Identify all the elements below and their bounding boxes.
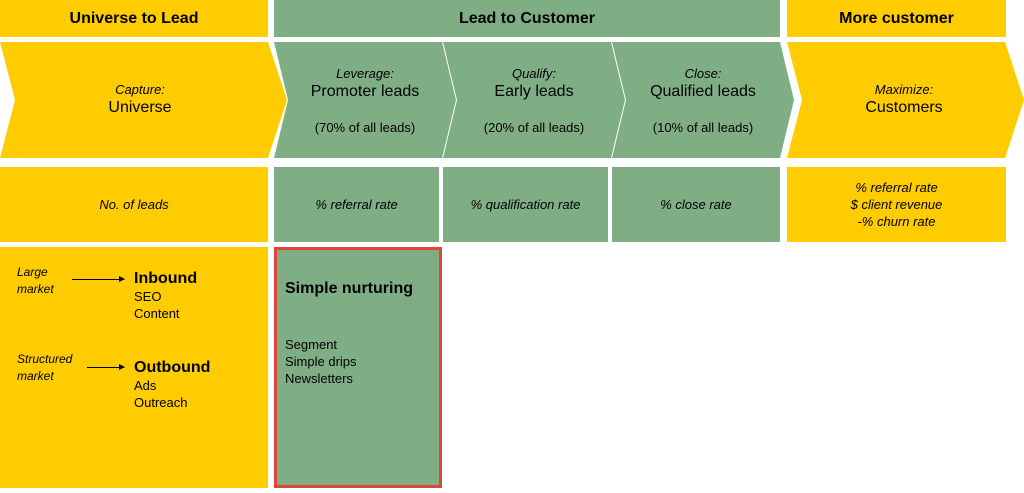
stage-text: Close: Qualified leads (10% of all leads… — [622, 42, 784, 158]
stage-label: Qualify: — [511, 65, 557, 81]
arrow-right-icon — [87, 364, 125, 370]
metric-line: % close rate — [660, 197, 732, 212]
nurturing-item: Segment — [285, 337, 338, 352]
chevron-shape — [787, 42, 1024, 158]
stage-text: Maximize: Customers — [799, 42, 1009, 158]
outbound-title: Outbound — [134, 359, 211, 376]
chevron-shape — [0, 42, 287, 158]
metric-box-qualification: % qualification rate — [443, 167, 608, 242]
metric-box-leads: No. of leads — [0, 167, 268, 242]
nurturing-list: Segment Simple drips Newsletters — [285, 336, 357, 387]
outbound-item: Outreach — [134, 395, 188, 410]
nurturing-item: Simple drips — [285, 354, 357, 369]
stage-share: (70% of all leads) — [314, 119, 416, 135]
metric-line: % referral rate — [855, 180, 938, 195]
phase-header-more-customer: More customer — [787, 0, 1006, 37]
metric-line: $ client revenue — [850, 197, 943, 212]
chevron-shape — [612, 42, 794, 158]
stage-text: Capture: Universe — [10, 42, 270, 158]
nurturing-title: Simple nurturing — [285, 280, 413, 297]
tactics-box: Large market Inbound SEO Content Structu… — [0, 247, 268, 488]
phase-header-label: Lead to Customer — [458, 9, 595, 27]
phase-header-label: Universe to Lead — [69, 9, 199, 27]
stage-name: Universe — [108, 99, 172, 116]
inbound-channel: Inbound SEO Content — [134, 269, 197, 322]
outbound-channel: Outbound Ads Outreach — [134, 358, 210, 411]
metric-box-customer: % referral rate $ client revenue -% chur… — [787, 167, 1006, 242]
metric-line: % qualification rate — [470, 197, 581, 212]
nurturing-box: Simple nurturing Segment Simple drips Ne… — [274, 247, 442, 488]
stage-name: Qualified leads — [650, 82, 756, 100]
inbound-item: SEO — [134, 289, 162, 304]
stage-share: (10% of all leads) — [652, 119, 754, 135]
metric-box-referral: % referral rate — [274, 167, 439, 242]
nurturing-item: Newsletters — [285, 371, 353, 386]
inbound-item: Content — [134, 306, 180, 321]
large-market-label: Large market — [17, 264, 77, 298]
stage-capture: Capture: Universe — [0, 42, 287, 158]
phase-header-lead-to-customer: Lead to Customer — [274, 0, 780, 37]
large-market-text: Large market — [17, 265, 54, 296]
phase-header-universe-to-lead: Universe to Lead — [0, 0, 268, 37]
stage-text: Qualify: Early leads (20% of all leads) — [453, 42, 615, 158]
metric-box-close: % close rate — [612, 167, 780, 242]
stage-qualify: Qualify: Early leads (20% of all leads) — [443, 42, 625, 158]
stage-name: Customers — [865, 99, 943, 116]
stage-share: (20% of all leads) — [483, 119, 585, 135]
stage-name: Promoter leads — [310, 82, 420, 100]
outbound-item: Ads — [134, 378, 157, 393]
stage-label: Leverage: — [336, 65, 394, 81]
chevron-shape — [443, 42, 625, 158]
structured-market-text: Structured market — [17, 352, 73, 383]
stage-maximize: Maximize: Customers — [787, 42, 1024, 158]
chevron-shape — [274, 42, 456, 158]
stage-close: Close: Qualified leads (10% of all leads… — [612, 42, 794, 158]
stage-label: Capture: — [115, 82, 165, 97]
stage-name: Early leads — [494, 82, 574, 100]
stage-label: Maximize: — [874, 82, 934, 97]
metric-line: No. of leads — [99, 197, 169, 212]
stage-label: Close: — [684, 65, 722, 81]
phase-header-label: More customer — [839, 9, 954, 27]
metric-line: % referral rate — [315, 197, 398, 212]
stage-text: Leverage: Promoter leads (70% of all lea… — [284, 42, 446, 158]
metric-line: -% churn rate — [857, 214, 936, 229]
structured-market-label: Structured market — [17, 351, 87, 385]
stage-leverage: Leverage: Promoter leads (70% of all lea… — [274, 42, 456, 158]
inbound-title: Inbound — [134, 270, 198, 287]
arrow-right-icon — [72, 276, 125, 282]
